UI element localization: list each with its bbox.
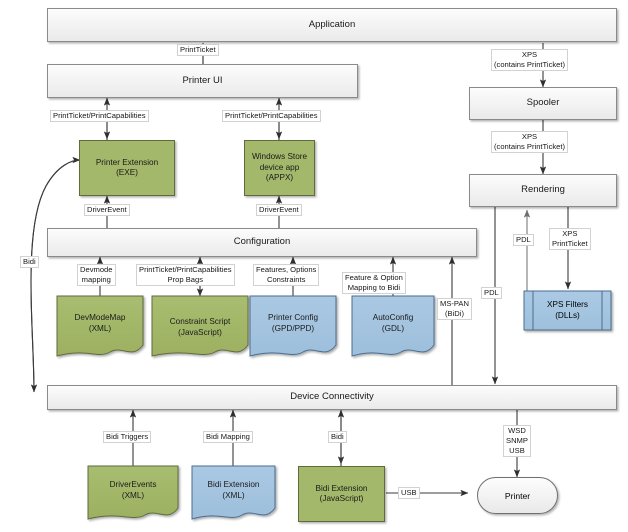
node-spooler-label: Spooler bbox=[526, 97, 560, 109]
edge-label-ms-pan-bidi: MS-PAN (BiDi) bbox=[437, 298, 472, 321]
node-device-connectivity[interactable]: Device Connectivity bbox=[47, 385, 617, 410]
node-printer-ui-label: Printer UI bbox=[182, 74, 223, 86]
edge-label-driver-event-left: DriverEvent bbox=[84, 204, 130, 217]
edge-label-feature-option-mapping-to-bidi: Feature & Option Mapping to Bidi bbox=[342, 272, 406, 295]
node-constraint-script-line2: (JavaScript) bbox=[178, 328, 222, 337]
node-driver-events-line1: DriverEvents bbox=[109, 479, 157, 489]
node-configuration-label: Configuration bbox=[233, 236, 291, 248]
edge-label-driver-event-right: DriverEvent bbox=[256, 204, 302, 217]
node-driver-events-line2: (XML) bbox=[121, 491, 145, 500]
edge-label-pdl-down: PDL bbox=[481, 287, 502, 300]
edge-label-bidi-triggers: Bidi Triggers bbox=[103, 431, 152, 444]
node-bidi-extension-js-line1: Bidi Extension bbox=[315, 483, 368, 493]
node-application[interactable]: Application bbox=[47, 8, 617, 42]
node-devmodemap-line1: DevModeMap bbox=[74, 312, 126, 322]
edge-label-bidi-left: Bidi bbox=[20, 256, 39, 269]
edge-label-ptpc-left: PrintTicket/PrintCapabilities bbox=[50, 110, 149, 123]
node-printer-ui[interactable]: Printer UI bbox=[47, 64, 358, 98]
node-printer-extension-line1: Printer Extension bbox=[95, 157, 159, 167]
node-configuration[interactable]: Configuration bbox=[47, 228, 477, 257]
edge-label-wsd-snmp-usb: WSD SNMP USB bbox=[503, 425, 531, 458]
node-driver-events[interactable]: DriverEvents (XML) bbox=[88, 466, 178, 514]
node-bidi-extension-javascript[interactable]: Bidi Extension (JavaScript) bbox=[298, 466, 385, 522]
node-spooler[interactable]: Spooler bbox=[469, 87, 617, 120]
node-constraint-script-line1: Constraint Script bbox=[169, 316, 231, 326]
node-windows-store-line1: Windows Store bbox=[251, 152, 308, 162]
node-rendering[interactable]: Rendering bbox=[469, 174, 617, 207]
node-printer-extension[interactable]: Printer Extension (EXE) bbox=[79, 140, 175, 196]
node-bidi-extension-xml-line2: (XML) bbox=[222, 491, 245, 500]
node-constraint-script[interactable]: Constraint Script (JavaScript) bbox=[152, 300, 248, 354]
node-autoconfig[interactable]: AutoConfig (GDL) bbox=[352, 296, 434, 350]
node-application-label: Application bbox=[308, 18, 356, 30]
node-printer-label: Printer bbox=[504, 490, 531, 501]
node-bidi-extension-xml[interactable]: Bidi Extension (XML) bbox=[192, 466, 275, 514]
edge-label-devmode-mapping: Devmode mapping bbox=[77, 264, 116, 287]
node-xps-filters-line1: XPS Filters bbox=[547, 299, 588, 309]
edge-label-pdl-rendering: PDL bbox=[513, 234, 534, 247]
node-autoconfig-line1: AutoConfig bbox=[372, 312, 414, 322]
edge-label-xps-printticket: XPS PrintTicket bbox=[549, 228, 591, 251]
node-windows-store-line3: (APPX) bbox=[265, 173, 294, 183]
node-xps-filters-line2: (DLLs) bbox=[555, 310, 580, 320]
edge-label-ptpc-right: PrintTicket/PrintCapabilities bbox=[222, 110, 321, 123]
edge-label-features-options-constraints: Features, Options Constraints bbox=[253, 264, 320, 287]
edge-label-print-ticket: PrintTicket bbox=[177, 44, 219, 57]
node-printer-config-line1: Printer Config bbox=[267, 312, 319, 322]
node-devmodemap-line2: (XML) bbox=[88, 324, 112, 333]
edge-label-bidi-bottom: Bidi bbox=[328, 431, 347, 444]
node-autoconfig-line2: (GDL) bbox=[381, 324, 405, 333]
node-bidi-extension-xml-line1: Bidi Extension bbox=[207, 479, 260, 489]
edge-label-ptpc-prop-bags: PrintTicket/PrintCapabilities Prop Bags bbox=[136, 264, 235, 287]
node-printer-extension-line2: (EXE) bbox=[116, 168, 138, 177]
node-windows-store-line2: device app bbox=[259, 162, 300, 172]
node-printer-config-line2: (GPD/PPD) bbox=[271, 324, 315, 333]
edge-label-bidi-mapping: Bidi Mapping bbox=[203, 431, 253, 444]
node-xps-filters[interactable]: XPS Filters (DLLs) bbox=[524, 291, 611, 330]
edge-label-xps-contains-printticket-1: XPS (contains PrintTicket) bbox=[491, 49, 569, 72]
node-windows-store-device-app[interactable]: Windows Store device app (APPX) bbox=[244, 140, 315, 196]
node-devmodemap[interactable]: DevModeMap (XML) bbox=[57, 296, 143, 350]
node-printer[interactable]: Printer bbox=[477, 477, 558, 514]
node-device-connectivity-label: Device Connectivity bbox=[290, 391, 374, 403]
edge-label-xps-contains-printticket-2: XPS (contains PrintTicket) bbox=[491, 131, 569, 154]
node-printer-config[interactable]: Printer Config (GPD/PPD) bbox=[250, 296, 336, 350]
node-bidi-extension-js-line2: (JavaScript) bbox=[319, 494, 364, 503]
edge-label-usb: USB bbox=[398, 487, 420, 500]
node-rendering-label: Rendering bbox=[521, 184, 565, 196]
